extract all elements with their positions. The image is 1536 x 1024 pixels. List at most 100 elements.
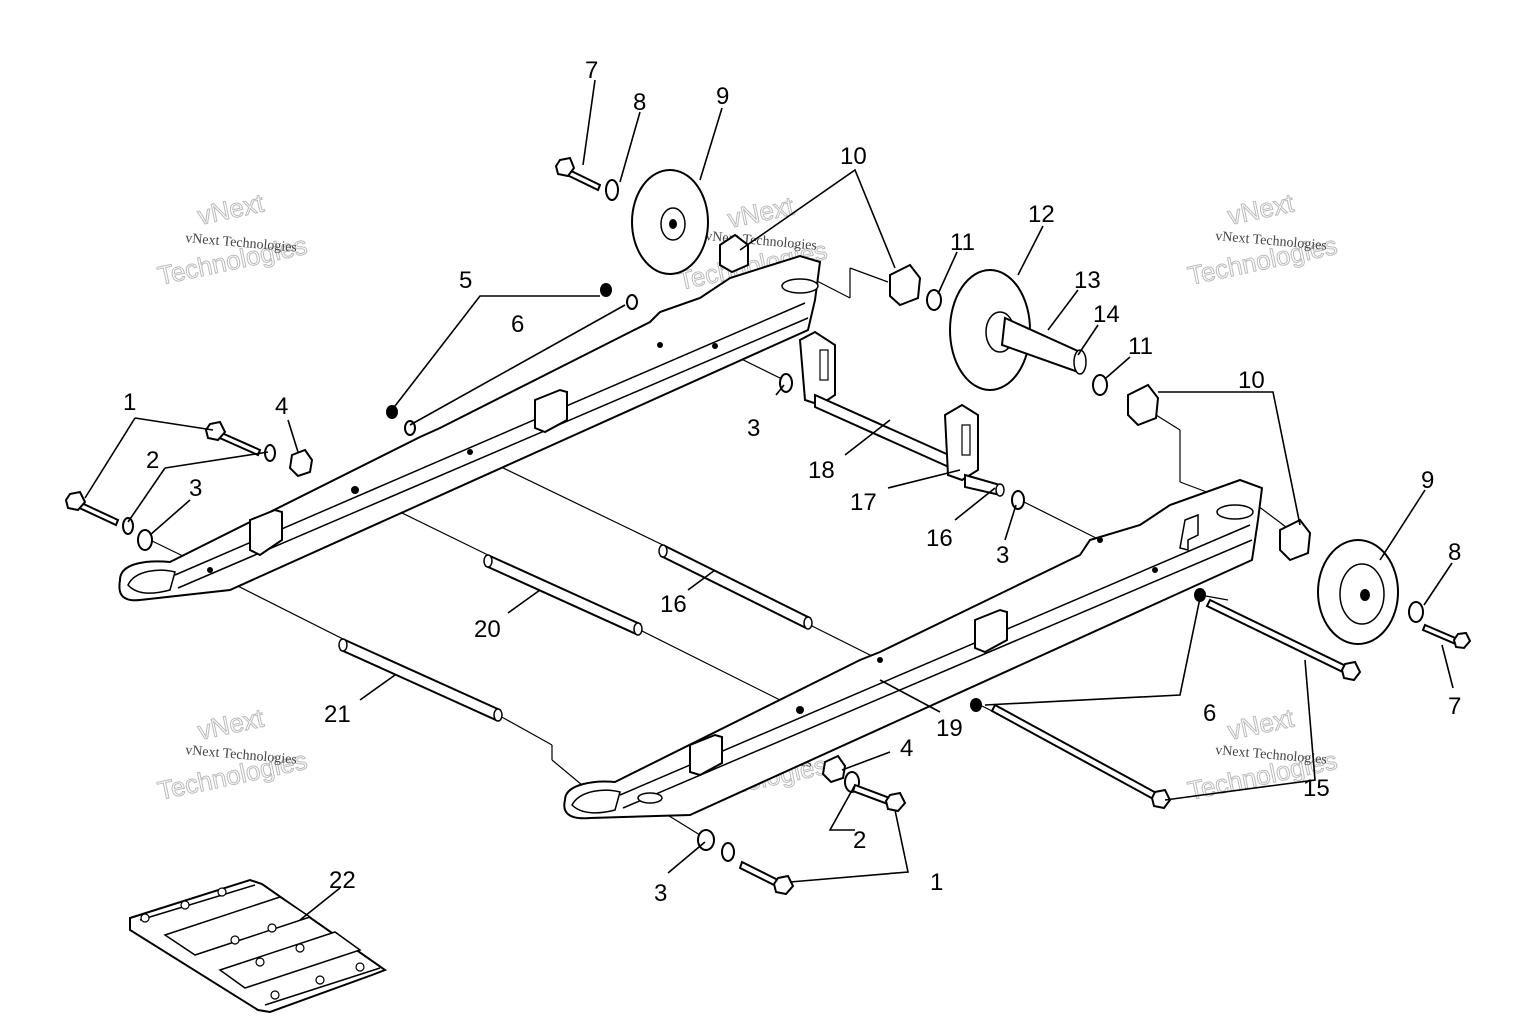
leader-2b	[828, 784, 856, 831]
washer	[1408, 601, 1424, 623]
shaft-21	[339, 638, 502, 722]
cross-shafts	[338, 544, 813, 722]
leader-17	[887, 469, 961, 489]
leader-9b	[1379, 489, 1426, 561]
spacer-4	[288, 448, 314, 478]
leader-7a	[582, 79, 596, 166]
watermark-big-1: vNext	[1225, 188, 1297, 231]
callout-3: 3	[654, 880, 667, 907]
track-lug	[180, 900, 190, 910]
callout-2: 2	[146, 447, 159, 474]
watermark-big-1: vNext	[1225, 703, 1297, 746]
callout-14: 14	[1093, 301, 1120, 328]
bolt-1-head	[884, 791, 907, 813]
shaft-end	[803, 616, 813, 630]
rail-hole	[1097, 537, 1103, 543]
shaft-end	[338, 638, 348, 652]
track-section-22	[129, 878, 388, 1014]
callout-9: 9	[716, 83, 729, 110]
shaft-end	[493, 708, 503, 722]
leader-8b	[1423, 562, 1453, 606]
callout-15: 15	[1303, 775, 1330, 802]
front-rail-edge	[619, 524, 1251, 796]
leader-18	[844, 419, 891, 456]
lower-idler-wheel-9-right	[1317, 539, 1399, 645]
callout-22: 22	[329, 867, 356, 894]
leader-19	[879, 679, 941, 713]
lower-bolt-7-right	[1421, 623, 1472, 650]
leader-22	[299, 887, 341, 921]
tie-rod-end	[1340, 660, 1362, 682]
rail-hole	[657, 342, 663, 348]
rail-bumper	[689, 733, 723, 777]
idler-shaft-12-13-14	[949, 269, 1087, 391]
track-lug-row	[163, 896, 312, 956]
hardware-left-end	[64, 283, 1025, 551]
leader-2a-top	[164, 451, 269, 469]
rail-hole	[877, 657, 883, 663]
rail-hole	[1152, 567, 1158, 573]
watermark-big-1: vNext	[725, 191, 797, 234]
tie-rod-end	[1150, 788, 1172, 810]
arm-stub-end	[995, 483, 1005, 497]
callout-3: 3	[996, 542, 1009, 569]
rail-bumper	[974, 608, 1008, 654]
leader-7b	[1441, 644, 1454, 689]
callout-18: 18	[808, 457, 835, 484]
bolt-head	[1452, 631, 1472, 650]
washer	[1092, 374, 1108, 396]
axis-line	[814, 279, 851, 299]
front-rail-edge	[622, 539, 1253, 809]
rail-slot	[781, 278, 819, 294]
washer	[605, 179, 619, 201]
callout-3: 3	[747, 415, 760, 442]
arm-left-bracket	[798, 330, 836, 407]
callout-6: 6	[511, 311, 524, 338]
leader-1a-bottom	[84, 417, 136, 499]
rail-hole	[351, 486, 359, 494]
leader-9a	[699, 107, 723, 181]
bearing-housing	[1127, 383, 1160, 427]
nut-5	[386, 405, 398, 419]
bearing-housing	[1279, 518, 1312, 562]
washer-8-left	[605, 179, 619, 201]
wheel-bore	[1360, 589, 1370, 601]
hardware-right-end	[697, 588, 1206, 896]
callout-labels: 7 8 9 10 11 12 13 14 11 10 9 8 7 5 6 1 2…	[123, 57, 1461, 907]
leader-6b	[984, 597, 1201, 706]
rail-bracket	[1179, 513, 1199, 551]
washer	[926, 289, 942, 311]
callout-8: 8	[633, 89, 646, 116]
bolt-1-top-head	[204, 420, 227, 442]
track-clip-row	[139, 884, 256, 921]
arm-cross-tube	[814, 393, 961, 474]
callout-1: 1	[123, 389, 136, 416]
leader-2a-bottom	[127, 467, 166, 523]
callout-16: 16	[660, 591, 687, 618]
wheel-bore	[669, 219, 677, 229]
bolt-head	[554, 156, 576, 178]
watermark-bottom-left: vNext Technologies vNext Technologies	[155, 702, 311, 806]
washer-3	[1011, 490, 1025, 510]
bearing-housing	[889, 263, 922, 307]
track-lug	[295, 943, 305, 953]
watermark-top-right: vNext Technologies vNext Technologies	[1185, 187, 1341, 291]
leader-3a	[149, 499, 191, 536]
axis-line	[551, 759, 583, 786]
leader-16b	[687, 569, 716, 591]
upper-bolt-7-left	[554, 156, 602, 192]
washer-3	[137, 529, 153, 551]
axis-line	[499, 715, 553, 746]
watermark-top-left: vNext Technologies vNext Technologies	[155, 187, 311, 291]
leader-1b	[789, 809, 909, 883]
washer-8-right	[1408, 601, 1424, 623]
torque-arm-assembly	[798, 330, 1005, 497]
watermark-big-1: vNext	[195, 703, 267, 746]
leader-14	[1077, 324, 1099, 356]
callout-2: 2	[853, 827, 866, 854]
callout-17: 17	[850, 489, 877, 516]
nut-6	[1194, 588, 1206, 602]
callout-13: 13	[1074, 267, 1101, 294]
rail-hole	[796, 706, 804, 714]
